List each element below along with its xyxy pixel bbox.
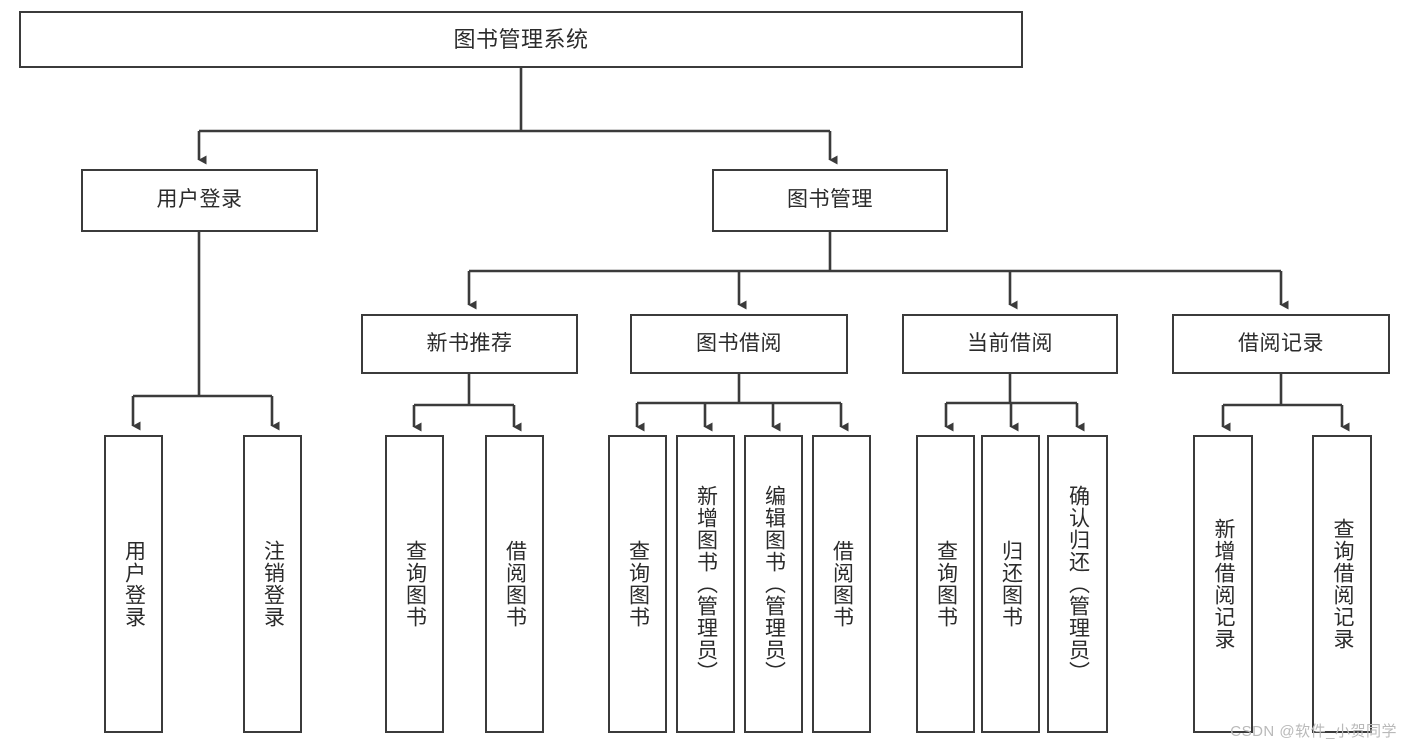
leaf-label: 新增图书（管理员） [694,485,718,683]
csdn-watermark: CSDN @软件_小贺同学 [1230,723,1397,740]
node-current-borrow-label: 当前借阅 [967,331,1053,355]
leaf-label: 注销登录 [261,540,285,628]
leaf-borrow-record-query-record[interactable]: 查询借阅记录 [1312,435,1372,733]
leaf-label: 编辑图书（管理员） [762,485,786,683]
leaf-book-borrow-add-book-admin[interactable]: 新增图书（管理员） [676,435,735,733]
node-new-book-recommend[interactable]: 新书推荐 [361,314,578,374]
leaf-book-borrow-query-book[interactable]: 查询图书 [608,435,667,733]
leaf-book-borrow-borrow-book[interactable]: 借阅图书 [812,435,871,733]
leaf-new-book-borrow-book[interactable]: 借阅图书 [485,435,544,733]
node-current-borrow[interactable]: 当前借阅 [902,314,1118,374]
leaf-current-borrow-confirm-return-admin[interactable]: 确认归还（管理员） [1047,435,1108,733]
leaf-label: 借阅图书 [503,540,527,628]
leaf-user-login-logout[interactable]: 注销登录 [243,435,302,733]
leaf-current-borrow-return-book[interactable]: 归还图书 [981,435,1040,733]
node-user-login[interactable]: 用户登录 [81,169,318,232]
node-root-label: 图书管理系统 [453,26,589,52]
leaf-user-login-login[interactable]: 用户登录 [104,435,163,733]
node-new-book-recommend-label: 新书推荐 [426,331,513,355]
leaf-label: 查询借阅记录 [1331,518,1355,650]
node-book-management-label: 图书管理 [787,188,873,212]
leaf-label: 查询图书 [934,540,958,628]
leaf-book-borrow-edit-book-admin[interactable]: 编辑图书（管理员） [744,435,803,733]
leaf-label: 查询图书 [403,540,427,628]
leaf-label: 用户登录 [122,540,146,628]
node-book-borrow-label: 图书借阅 [696,331,782,355]
node-user-login-label: 用户登录 [156,188,243,212]
node-borrow-record[interactable]: 借阅记录 [1172,314,1390,374]
leaf-label: 借阅图书 [830,540,854,628]
leaf-new-book-query-book[interactable]: 查询图书 [385,435,444,733]
leaf-label: 确认归还（管理员） [1066,485,1090,683]
leaf-label: 新增借阅记录 [1212,518,1236,650]
leaf-current-borrow-query-book[interactable]: 查询图书 [916,435,975,733]
node-root-book-management-system[interactable]: 图书管理系统 [19,11,1023,68]
leaf-label: 查询图书 [626,540,650,628]
node-book-borrow[interactable]: 图书借阅 [630,314,848,374]
leaf-borrow-record-add-record[interactable]: 新增借阅记录 [1193,435,1253,733]
leaf-label: 归还图书 [999,540,1023,628]
node-borrow-record-label: 借阅记录 [1238,331,1324,355]
node-book-management[interactable]: 图书管理 [712,169,948,232]
